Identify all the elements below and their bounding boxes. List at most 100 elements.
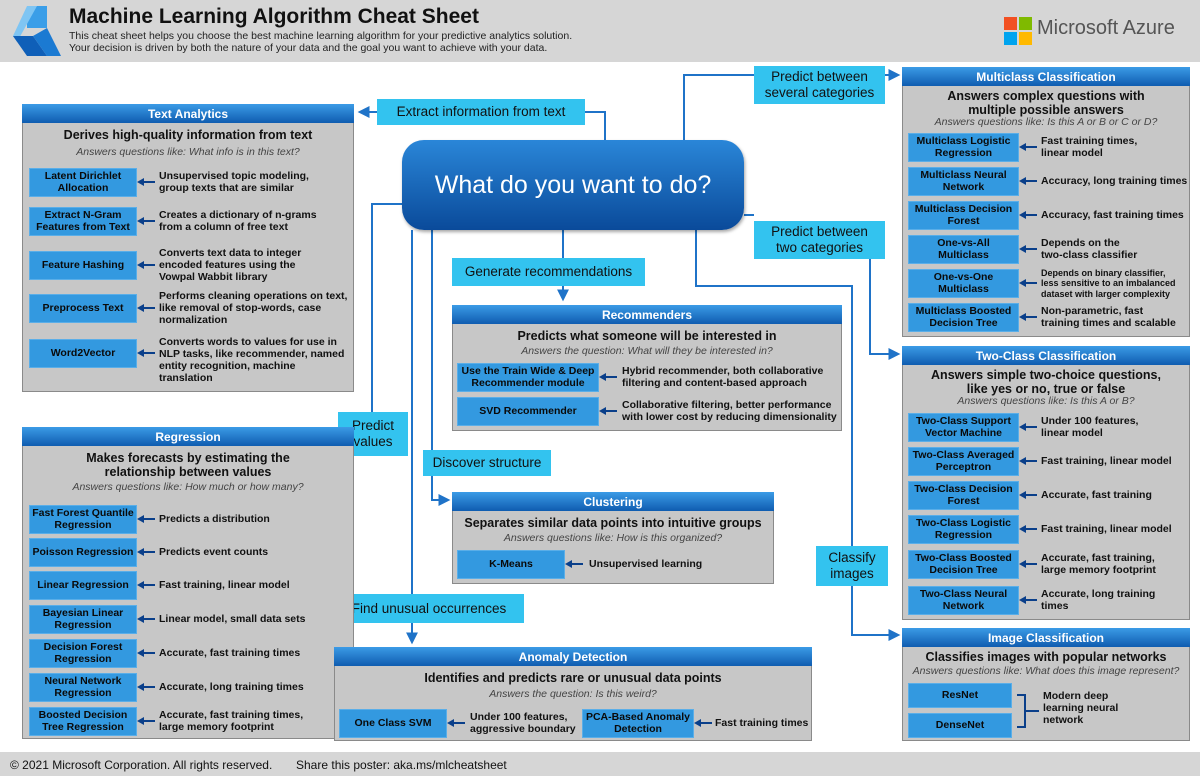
- algo-svd-recommender: SVD Recommender: [457, 397, 599, 426]
- panel-title: Clustering: [452, 492, 774, 511]
- panel-description: Separates similar data points into intui…: [464, 516, 762, 530]
- algo-bayesian-linear: Bayesian Linear Regression: [29, 605, 137, 634]
- algo-desc: Fast training, linear model: [1041, 522, 1172, 535]
- panel-clustering: Clustering Separates similar data points…: [452, 492, 774, 584]
- subtitle-line-1: This cheat sheet helps you choose the be…: [69, 30, 573, 42]
- algo-desc: Linear model, small data sets: [159, 612, 306, 625]
- algo-poisson: Poisson Regression: [29, 538, 137, 567]
- panel-description: Classifies images with popular networks: [925, 650, 1167, 664]
- arrow-icon: [1019, 312, 1037, 321]
- arrow-icon: [565, 559, 583, 568]
- algo-desc: Accurate, long training times: [159, 680, 304, 693]
- algo-desc: Converts text data to integer encoded fe…: [159, 247, 302, 283]
- algo-latent-dirichlet: Latent Dirichlet Allocation: [29, 168, 137, 197]
- panel-regression: Regression Makes forecasts by estimating…: [22, 427, 354, 739]
- algo-desc: Fast training, linear model: [1041, 454, 1172, 467]
- algo-linear-regression: Linear Regression: [29, 571, 137, 600]
- algo-boosted-decision-tree-regression: Boosted Decision Tree Regression: [29, 707, 137, 736]
- algo-desc: Accuracy, long training times: [1041, 174, 1188, 187]
- algo-decision-forest-regression: Decision Forest Regression: [29, 639, 137, 668]
- arrow-icon: [1019, 142, 1037, 151]
- arrow-icon: [137, 547, 155, 556]
- panel-title: Anomaly Detection: [334, 647, 812, 666]
- algo-desc: Creates a dictionary of n-grams from a c…: [159, 208, 317, 233]
- label-generate-recommendations: Generate recommendations: [452, 258, 645, 286]
- panel-title: Image Classification: [902, 628, 1190, 647]
- arrow-icon: [1019, 244, 1037, 253]
- arrow-icon: [1019, 456, 1037, 465]
- algo-desc: Accurate, long training times: [1041, 587, 1156, 612]
- panel-multiclass-classification: Multiclass Classification Answers comple…: [902, 67, 1190, 337]
- panel-description: Derives high-quality information from te…: [63, 128, 313, 142]
- algo-multiclass-neural: Multiclass Neural Network: [908, 167, 1019, 196]
- algo-desc: Accurate, fast training times, large mem…: [159, 708, 304, 733]
- algo-desc: Depends on the two-class classifier: [1041, 236, 1138, 261]
- panel-recommenders: Recommenders Predicts what someone will …: [452, 305, 842, 431]
- algo-k-means: K-Means: [457, 550, 565, 579]
- algo-one-vs-all: One-vs-All Multiclass: [908, 235, 1019, 264]
- label-find-unusual: Find unusual occurrences: [334, 594, 524, 623]
- panel-note: Answers questions like: Is this A or B?: [957, 395, 1135, 407]
- arrow-icon: [137, 682, 155, 691]
- arrow-icon: [137, 514, 155, 523]
- algo-desc: Accuracy, fast training times: [1041, 208, 1184, 221]
- azure-ml-logo-icon: [13, 6, 61, 56]
- algo-desc: Hybrid recommender, both collaborative f…: [622, 364, 824, 389]
- arrow-icon: [694, 718, 712, 727]
- panel-text-analytics: Text Analytics Derives high-quality info…: [22, 104, 354, 392]
- algo-two-class-neural: Two-Class Neural Network: [908, 586, 1019, 615]
- arrow-icon: [1019, 176, 1037, 185]
- panel-note: Answers questions like: How much or how …: [72, 481, 304, 493]
- algo-desc: Modern deep learning neural network: [1043, 690, 1119, 726]
- copyright-text: © 2021 Microsoft Corporation. All rights…: [10, 758, 273, 772]
- panel-two-class-classification: Two-Class Classification Answers simple …: [902, 346, 1190, 620]
- microsoft-logo-icon: [1004, 17, 1032, 45]
- algo-desc: Predicts event counts: [159, 545, 269, 558]
- subtitle-line-2: Your decision is driven by both the natu…: [69, 42, 548, 54]
- algo-neural-network-regression: Neural Network Regression: [29, 673, 137, 702]
- algo-word2vector: Word2Vector: [29, 339, 137, 368]
- algo-desc: Unsupervised topic modeling, group texts…: [159, 169, 309, 194]
- label-classify-images: Classify images: [816, 546, 888, 586]
- label-predict-several: Predict between several categories: [754, 66, 885, 104]
- arrow-icon: [1019, 595, 1037, 604]
- algo-desc: Performs cleaning operations on text, li…: [159, 290, 348, 326]
- panel-title: Two-Class Classification: [902, 346, 1190, 365]
- algo-two-class-logistic: Two-Class Logistic Regression: [908, 515, 1019, 544]
- algo-two-class-decision-forest: Two-Class Decision Forest: [908, 481, 1019, 510]
- algo-pca-anomaly: PCA-Based Anomaly Detection: [582, 709, 694, 738]
- brand-name: Microsoft Azure: [1037, 17, 1175, 39]
- panel-anomaly-detection: Anomaly Detection Identifies and predict…: [334, 647, 812, 741]
- label-extract-information: Extract information from text: [377, 99, 585, 125]
- panel-note: Answers questions like: How is this orga…: [503, 532, 723, 544]
- header-bar: Machine Learning Algorithm Cheat Sheet T…: [0, 0, 1200, 62]
- panel-description: Makes forecasts by estimating the relati…: [86, 451, 290, 479]
- arrow-icon: [137, 716, 155, 725]
- algo-desc: Non-parametric, fast training times and …: [1041, 304, 1176, 329]
- arrow-icon: [1019, 490, 1037, 499]
- algo-desc: Accurate, fast training, large memory fo…: [1041, 551, 1156, 576]
- arrow-icon: [599, 372, 617, 381]
- algo-two-class-perceptron: Two-Class Averaged Perceptron: [908, 447, 1019, 476]
- label-predict-two: Predict between two categories: [754, 221, 885, 259]
- panel-description: Identifies and predicts rare or unusual …: [424, 671, 722, 685]
- panel-description: Answers simple two-choice questions, lik…: [931, 368, 1161, 396]
- connector-multiclass: [683, 74, 754, 140]
- algo-desc: Accurate, fast training times: [159, 646, 301, 659]
- bracket-arrow-icon: [1017, 694, 1039, 728]
- panel-title: Text Analytics: [22, 104, 354, 123]
- arrow-icon: [137, 648, 155, 657]
- algo-fast-forest-quantile: Fast Forest Quantile Regression: [29, 505, 137, 534]
- algo-densenet: DenseNet: [908, 713, 1012, 738]
- panel-note: Answers the question: What will they be …: [521, 345, 773, 357]
- algo-ngram: Extract N-Gram Features from Text: [29, 207, 137, 236]
- algo-wide-deep-recommender: Use the Train Wide & Deep Recommender mo…: [457, 363, 599, 392]
- arrow-icon: [599, 406, 617, 415]
- algo-one-vs-one: One-vs-One Multiclass: [908, 269, 1019, 298]
- panel-title: Regression: [22, 427, 354, 446]
- central-question: What do you want to do?: [402, 140, 744, 230]
- algo-desc: Converts words to values for use in NLP …: [159, 336, 345, 384]
- panel-image-classification: Image Classification Classifies images w…: [902, 628, 1190, 741]
- arrow-icon: [137, 260, 155, 269]
- algo-resnet: ResNet: [908, 683, 1012, 708]
